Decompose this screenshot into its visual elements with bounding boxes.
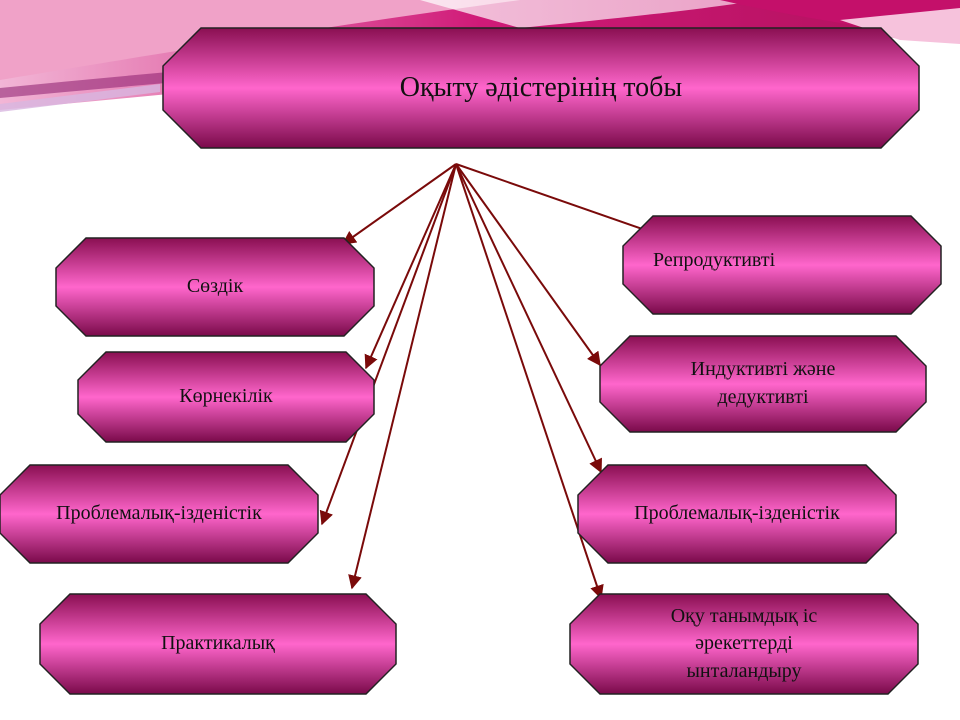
node-label: Көрнекілік bbox=[179, 385, 273, 408]
node-problemalyk-left: Проблемалық-ізденістік bbox=[0, 464, 319, 564]
arrow-to-sozdik bbox=[341, 163, 457, 245]
arrow-to-reproduktivti bbox=[455, 163, 670, 241]
node-oku-tanymdyk: Оқу танымдық іс әрекеттерді ынталандыру bbox=[569, 593, 919, 695]
title-node: Оқыту әдістерінің тобы bbox=[162, 27, 920, 149]
arrow-to-oku-tanymdyk bbox=[455, 163, 604, 600]
arrow-to-praktikalyk bbox=[348, 163, 457, 590]
node-label: Сөздік bbox=[186, 275, 244, 298]
node-label: Проблемалық-ізденістік bbox=[56, 502, 262, 525]
node-problemalyk-right: Проблемалық-ізденістік bbox=[577, 464, 897, 564]
arrow-to-induktivti bbox=[455, 163, 601, 367]
arrow-to-kornekilik bbox=[364, 163, 457, 370]
node-label: Оқу танымдық іс әрекеттерді ынталандыру bbox=[670, 604, 818, 682]
title-label: Оқыту әдістерінің тобы bbox=[399, 71, 683, 103]
node-praktikalyk: Практикалық bbox=[39, 593, 397, 695]
node-sozdik: Сөздік bbox=[55, 237, 375, 337]
node-reproduktivti: Репродуктивті bbox=[622, 215, 942, 315]
node-label: Практикалық bbox=[161, 632, 275, 655]
arrow-to-problemalyk-right bbox=[455, 163, 602, 474]
node-label: Индуктивті және дедуктивті bbox=[690, 358, 836, 408]
node-label: Проблемалық-ізденістік bbox=[634, 502, 840, 525]
node-induktivti: Индуктивті және дедуктивті bbox=[599, 335, 927, 433]
node-kornekilik: Көрнекілік bbox=[77, 351, 375, 443]
arrow-to-problemalyk-left bbox=[319, 163, 457, 526]
node-label: Репродуктивті bbox=[653, 249, 776, 272]
